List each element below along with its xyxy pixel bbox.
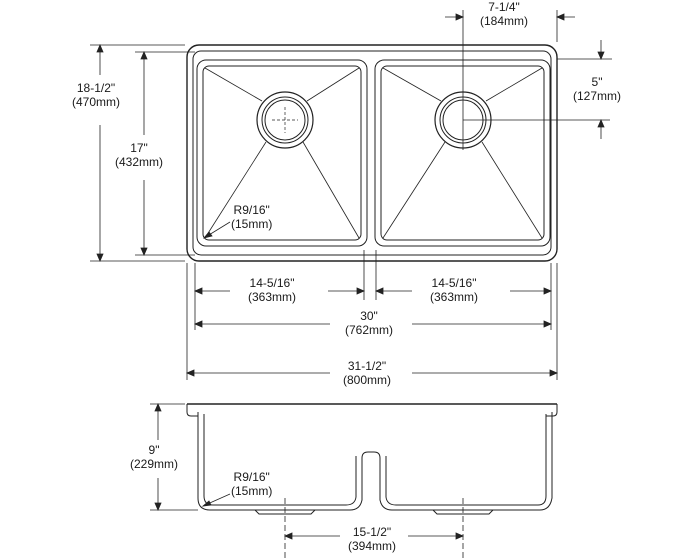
right-bowl-slope-lines bbox=[382, 67, 543, 239]
left-bowl-outer bbox=[196, 59, 368, 247]
label-overall-width-mm: (800mm) bbox=[343, 373, 392, 387]
right-bowl-inner bbox=[380, 65, 545, 241]
label-corner-radius-side-in: R9/16" bbox=[233, 470, 270, 484]
left-bowl-inner bbox=[202, 65, 362, 241]
label-corner-radius-top: R9/16" (15mm) bbox=[229, 203, 274, 231]
right-bowl-outer bbox=[374, 59, 551, 247]
dim-left-bowl-width bbox=[193, 287, 366, 295]
label-bowl-center-offset: 7-1/4" (184mm) bbox=[478, 0, 531, 28]
side-flange-right bbox=[546, 404, 558, 417]
label-bowl-depth: 17" (432mm) bbox=[113, 141, 166, 169]
left-drain bbox=[256, 91, 314, 149]
label-bowl-height-in: 9" bbox=[148, 443, 160, 457]
label-corner-radius-top-in: R9/16" bbox=[233, 203, 270, 217]
label-inside-width-in: 30" bbox=[360, 309, 378, 323]
label-bowl-center-offset-mm: (184mm) bbox=[480, 14, 529, 28]
label-left-bowl-width-in: 14-5/16" bbox=[249, 276, 295, 290]
dim-overall-depth bbox=[90, 43, 185, 263]
label-right-bowl-width-mm: (363mm) bbox=[430, 290, 479, 304]
sink-outer-flange bbox=[186, 44, 558, 262]
label-bowl-depth-in: 17" bbox=[130, 141, 148, 155]
label-drain-spacing-in: 15-1/2" bbox=[352, 525, 392, 539]
dim-bowl-depth bbox=[135, 50, 195, 257]
extension-lines-top-view bbox=[186, 250, 558, 380]
top-view bbox=[90, 10, 612, 380]
label-corner-radius-top-mm: (15mm) bbox=[231, 217, 273, 231]
label-drain-to-back-mm: (127mm) bbox=[573, 89, 622, 103]
side-right-bowl-inner bbox=[385, 414, 547, 506]
label-inside-width-mm: (762mm) bbox=[345, 323, 394, 337]
label-bowl-center-offset-in: 7-1/4" bbox=[488, 0, 520, 14]
label-left-bowl-width-mm: (363mm) bbox=[248, 290, 297, 304]
label-overall-width-in: 31-1/2" bbox=[347, 359, 387, 373]
label-corner-radius-side-mm: (15mm) bbox=[231, 484, 273, 498]
label-right-bowl-width: 14-5/16" (363mm) bbox=[428, 276, 481, 304]
label-drain-to-back-in: 5" bbox=[591, 75, 603, 89]
side-view bbox=[150, 402, 558, 560]
label-bowl-height: 9" (229mm) bbox=[128, 443, 181, 471]
label-right-bowl-width-in: 14-5/16" bbox=[431, 276, 477, 290]
dim-right-bowl-width bbox=[374, 287, 553, 295]
label-overall-depth-mm: (470mm) bbox=[72, 95, 121, 109]
label-overall-depth-in: 18-1/2" bbox=[76, 81, 116, 95]
label-overall-width: 31-1/2" (800mm) bbox=[341, 359, 394, 387]
label-drain-spacing-mm: (394mm) bbox=[348, 539, 397, 553]
label-bowl-height-mm: (229mm) bbox=[130, 457, 179, 471]
dim-drain-spacing bbox=[283, 532, 465, 540]
dim-overall-width bbox=[185, 369, 559, 377]
side-right-drain bbox=[432, 509, 494, 515]
dim-bowl-height bbox=[150, 402, 198, 512]
side-flange-left bbox=[186, 404, 198, 417]
side-left-bowl bbox=[197, 412, 369, 511]
label-inside-width: 30" (762mm) bbox=[343, 309, 396, 337]
side-right-bowl bbox=[368, 412, 553, 511]
left-bowl-slope-lines bbox=[204, 67, 360, 239]
dim-bowl-center-offset bbox=[445, 10, 575, 42]
leader-corner-radius-side bbox=[201, 493, 231, 507]
side-left-bowl-inner bbox=[203, 414, 357, 506]
leader-corner-radius-top bbox=[202, 221, 231, 239]
label-bowl-depth-mm: (432mm) bbox=[115, 155, 164, 169]
side-left-drain bbox=[254, 509, 316, 515]
label-drain-spacing: 15-1/2" (394mm) bbox=[346, 525, 399, 553]
label-drain-to-back: 5" (127mm) bbox=[571, 75, 624, 103]
sink-inner-rim bbox=[192, 50, 552, 256]
dim-inside-width bbox=[193, 320, 553, 328]
label-corner-radius-side: R9/16" (15mm) bbox=[229, 470, 274, 498]
label-overall-depth: 18-1/2" (470mm) bbox=[70, 81, 123, 109]
dim-drain-to-back bbox=[557, 40, 612, 139]
label-left-bowl-width: 14-5/16" (363mm) bbox=[246, 276, 299, 304]
